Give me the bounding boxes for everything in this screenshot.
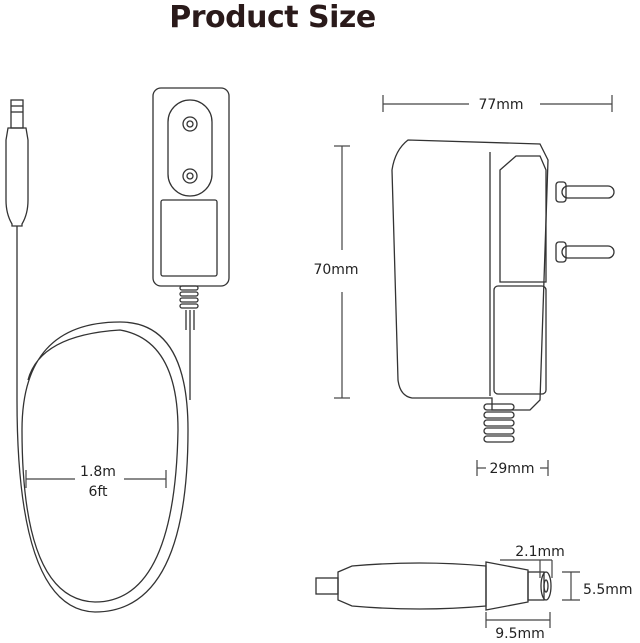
neck-width-label: 29mm bbox=[489, 461, 534, 477]
plug-length-dimension bbox=[485, 612, 551, 628]
adapter-front-view bbox=[152, 87, 230, 287]
coiled-cable bbox=[16, 226, 189, 613]
outer-diameter-label: 5.5mm bbox=[583, 582, 633, 598]
width-label: 77mm bbox=[478, 97, 523, 113]
cable-length-metric-label: 1.8m bbox=[80, 464, 116, 480]
neck-width-dimension bbox=[476, 460, 549, 476]
inner-diameter-dimension bbox=[500, 559, 553, 578]
height-label: 70mm bbox=[313, 262, 358, 278]
outer-diameter-dimension bbox=[562, 571, 580, 601]
dc-plug-tip bbox=[5, 99, 29, 227]
width-dimension bbox=[382, 95, 613, 112]
plug-prongs bbox=[555, 181, 615, 263]
height-dimension bbox=[334, 145, 350, 399]
plug-length-label: 9.5mm bbox=[495, 626, 545, 642]
inner-diameter-label: 2.1mm bbox=[515, 544, 565, 560]
cable-length-dimension bbox=[25, 470, 167, 488]
cable-length-imperial-label: 6ft bbox=[88, 484, 108, 500]
adapter-with-cable-drawing bbox=[5, 87, 230, 613]
page-title: Product Size bbox=[169, 0, 376, 35]
strain-relief bbox=[179, 285, 199, 330]
dc-barrel-plug-drawing bbox=[315, 561, 552, 611]
adapter-side-view bbox=[391, 139, 615, 443]
side-strain-relief bbox=[483, 403, 515, 443]
